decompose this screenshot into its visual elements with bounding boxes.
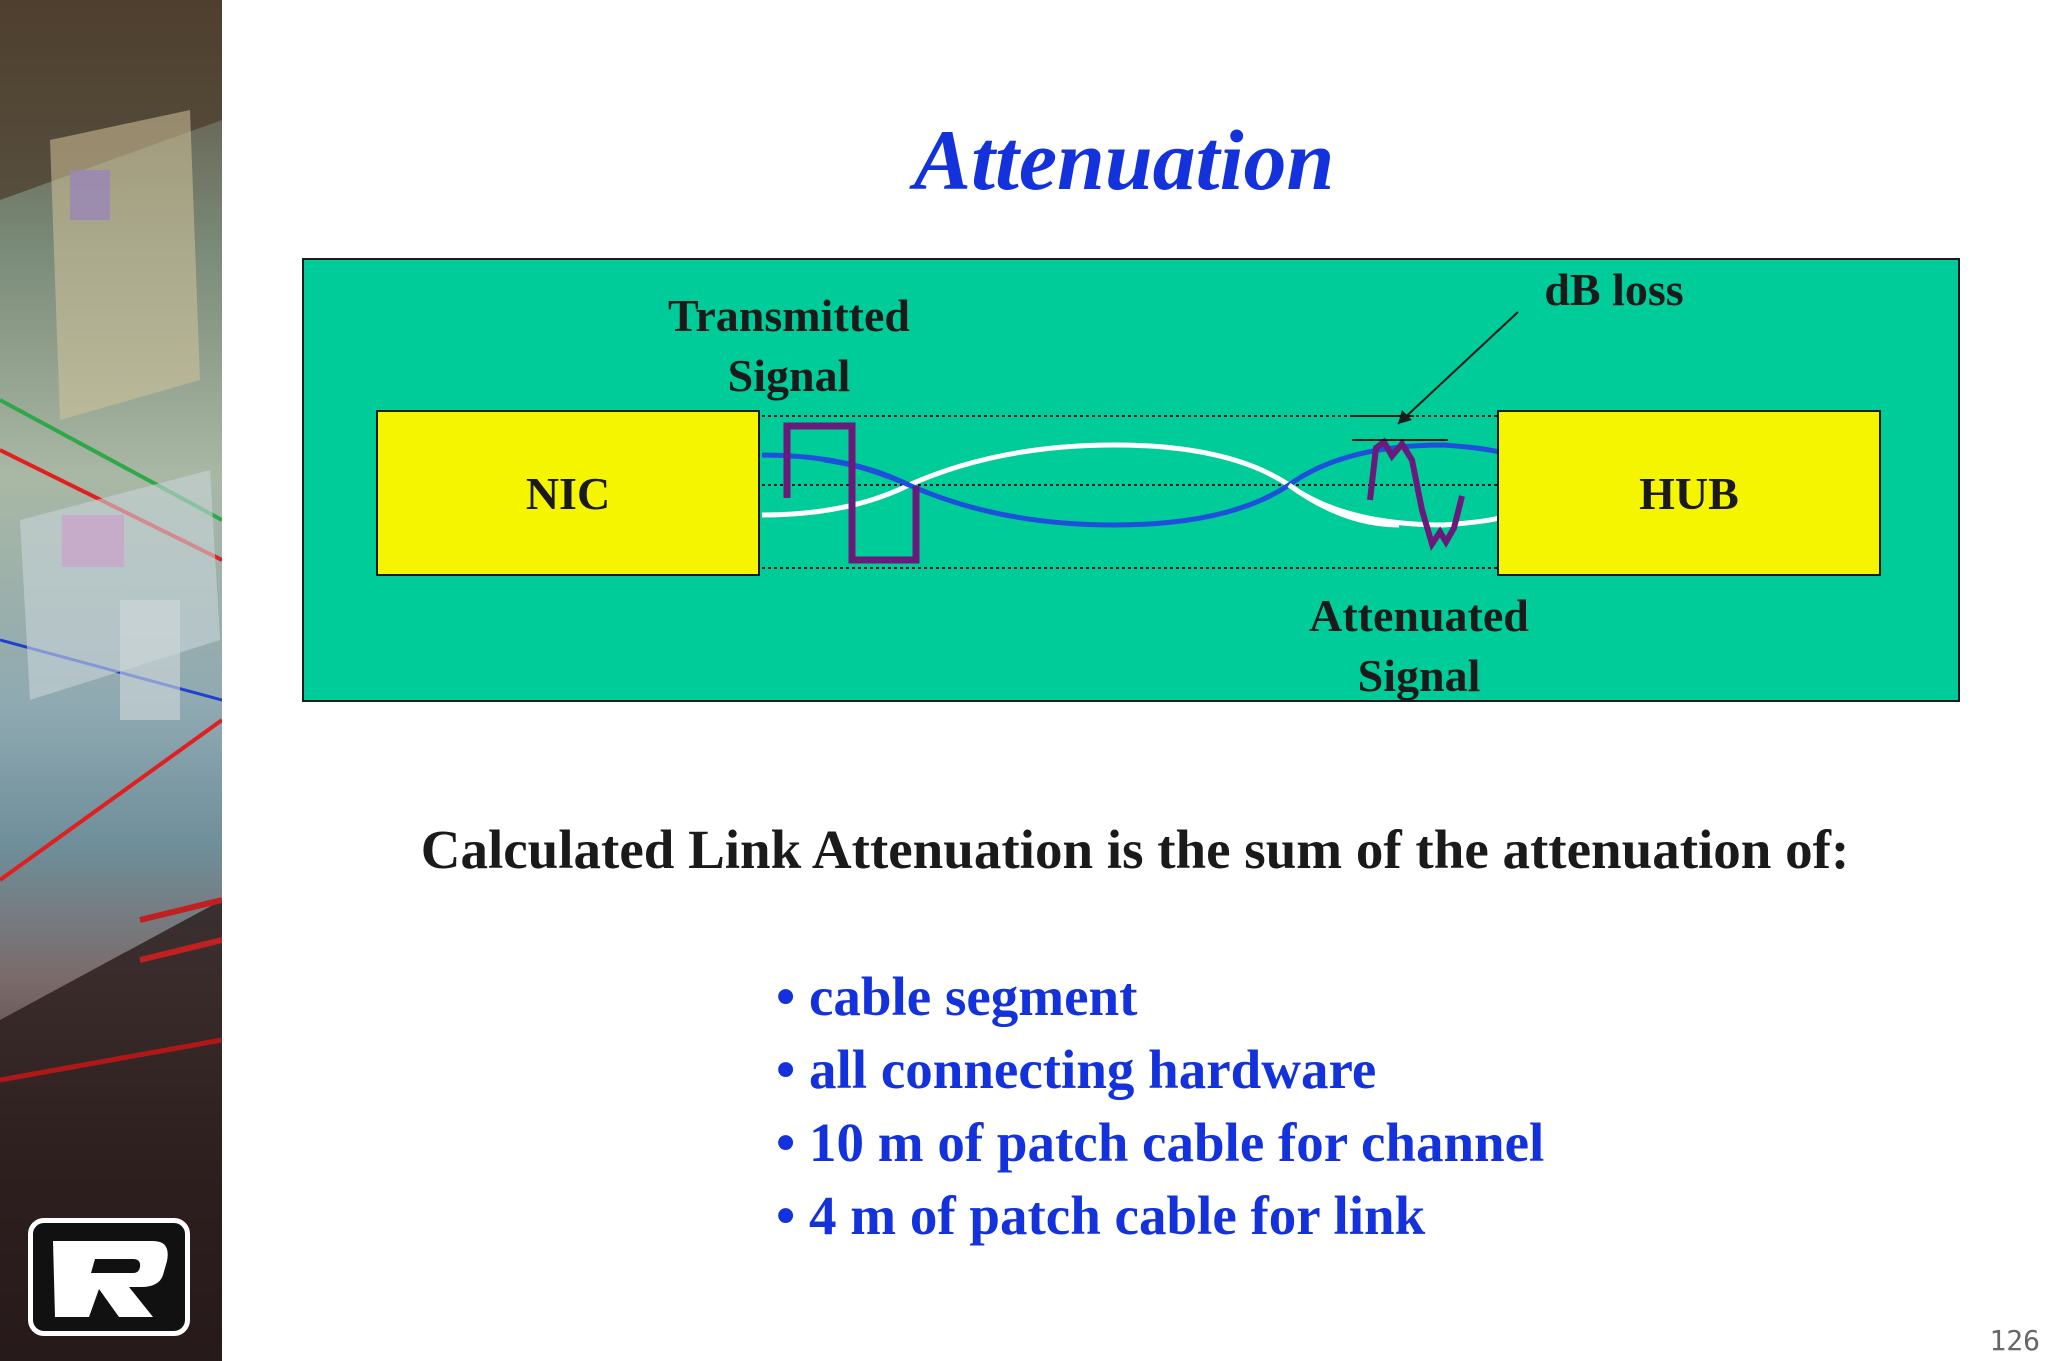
attenuation-diagram: NIC HUB Transmitted Signal Attenuated Si… xyxy=(302,258,1960,702)
bullet-item: • 10 m of patch cable for channel xyxy=(776,1112,1545,1173)
cable-blue-strand-2 xyxy=(823,457,911,488)
bullet-item: • cable segment xyxy=(776,966,1138,1027)
sidebar-decorative-image xyxy=(0,0,222,1361)
cable-white-strand-2 xyxy=(1287,482,1400,528)
transmitted-line-2: Signal xyxy=(727,350,851,401)
cable-signal-graphic xyxy=(761,311,1519,569)
bullet-item: • all connecting hardware xyxy=(776,1039,1377,1100)
db-loss-label: dB loss xyxy=(1544,264,1684,315)
summary-text: Calculated Link Attenuation is the sum o… xyxy=(420,819,1850,880)
company-logo xyxy=(28,1218,190,1336)
hub-label: HUB xyxy=(1639,467,1739,519)
nic-label: NIC xyxy=(525,467,611,519)
slide-title: Attenuation xyxy=(913,112,1335,208)
nic-box: NIC xyxy=(376,410,760,576)
transmitted-line-1: Transmitted xyxy=(668,290,910,341)
page-number: 126 xyxy=(1989,1324,2040,1357)
bullet-list: • cable segment • all connecting hardwar… xyxy=(776,960,1544,1252)
db-loss-arrow-line xyxy=(1397,311,1519,425)
attenuated-line-1: Attenuated xyxy=(1309,590,1529,641)
bullet-item: • 4 m of patch cable for link xyxy=(776,1185,1426,1246)
hub-box: HUB xyxy=(1497,410,1881,576)
transmitted-signal-label: Transmitted Signal xyxy=(639,286,939,406)
attenuated-signal-label: Attenuated Signal xyxy=(1289,586,1549,706)
transmitted-signal-wave xyxy=(783,422,920,564)
attenuated-signal-wave xyxy=(1367,437,1465,552)
attenuated-line-2: Signal xyxy=(1357,650,1481,701)
db-loss-arrow-head xyxy=(1398,410,1412,424)
